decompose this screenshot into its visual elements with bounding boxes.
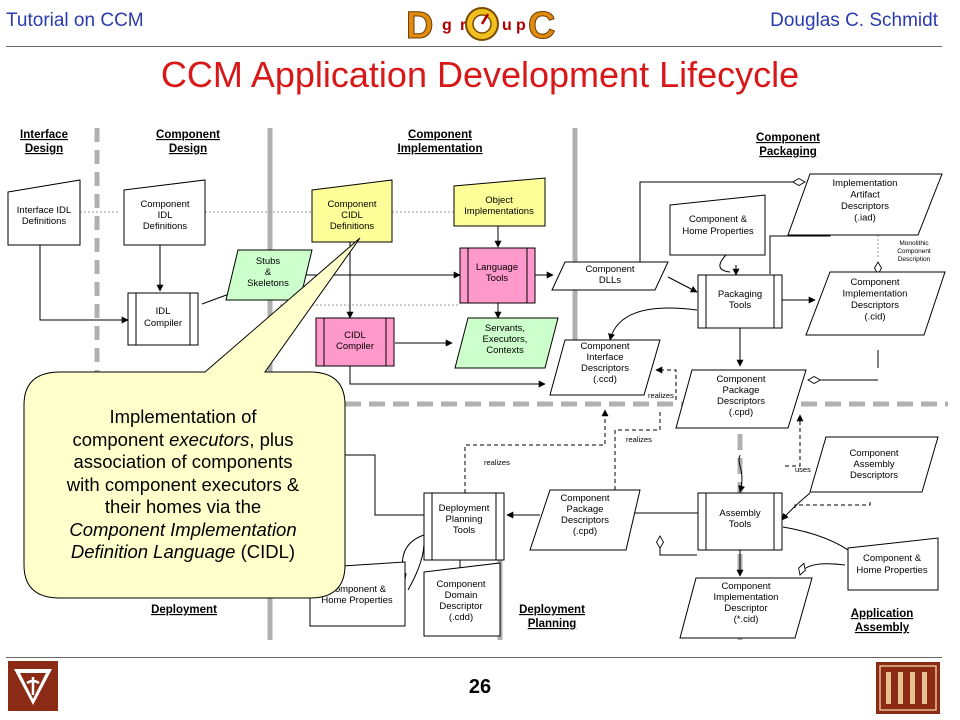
- cidl-compiler-box: [315, 317, 395, 367]
- logo-letter: g: [442, 17, 452, 34]
- object-impl-shape: [453, 177, 546, 227]
- realizes-label-2: realizes: [626, 435, 652, 444]
- node-label-stubs: Stubs&Skeletons: [247, 256, 289, 289]
- comp-iface-desc-shape: [549, 339, 661, 396]
- impl-artifact-shape: [787, 173, 943, 236]
- logo-letter: C: [528, 5, 555, 46]
- comp-impl-desc-shape: [805, 271, 946, 336]
- comp-pkg-desc-shape: [675, 369, 807, 429]
- comp-home-props-right-shape: [847, 537, 939, 591]
- uses-label: uses: [795, 465, 811, 474]
- packaging-tools-box: [697, 274, 783, 329]
- interface-idl-shape: [7, 179, 81, 246]
- idl-compiler-box: [127, 292, 199, 346]
- page-number: 26: [468, 676, 492, 698]
- realizes-label-3: realizes: [648, 391, 674, 400]
- logo-letter: u: [502, 17, 512, 34]
- comp-home-props-top-shape: [669, 194, 766, 256]
- comp-assembly-desc-shape: [809, 436, 939, 493]
- callout-line: Implementation of: [109, 406, 257, 428]
- node-label-comp-home-props-left: Component &Home Properties: [321, 584, 393, 606]
- logo-letter: r: [460, 17, 466, 34]
- isis-logo: [876, 662, 940, 714]
- phase-deployment: Deployment: [151, 604, 217, 616]
- header-left-text: Tutorial on CCM: [6, 10, 144, 31]
- node-label-comp-home-props-right: Component &Home Properties: [856, 553, 928, 576]
- component-dlls-shape: [551, 261, 669, 291]
- callout-line: association of components: [73, 451, 293, 473]
- slide-title: CCM Application Development Lifecycle: [160, 54, 800, 95]
- doc-group-logo: D g r u p C: [404, 2, 560, 46]
- callout-line: Definition Language (CIDL): [70, 541, 296, 563]
- footer-rule: [6, 657, 942, 658]
- assembly-tools-box: [697, 492, 783, 551]
- logo-letter: p: [516, 17, 526, 34]
- callout-line: Component Implementation: [69, 518, 297, 540]
- callout-line: with component executors &: [66, 473, 300, 495]
- logo-letter: D: [406, 5, 433, 46]
- component-cidl-shape: [311, 179, 393, 243]
- domain-desc-shape: [423, 562, 501, 637]
- servants-shape: [454, 317, 559, 369]
- header-right-text: Douglas C. Schmidt: [770, 10, 938, 31]
- header-rule: [6, 46, 942, 47]
- comp-impl-desc2-shape: [679, 577, 813, 639]
- callout-line: their homes via the: [104, 496, 262, 518]
- component-idl-shape: [123, 179, 206, 246]
- language-tools-box: [459, 247, 536, 304]
- node-label-comp-home-props-top: Component &Home Properties: [682, 214, 754, 237]
- vanderbilt-logo: [8, 661, 58, 711]
- deployment-planning-tools-box: [423, 492, 505, 561]
- callout-line: component executors, plus: [72, 428, 294, 450]
- realizes-label-1: realizes: [484, 458, 510, 467]
- comp-pkg-desc2-shape: [529, 489, 641, 551]
- callout-bubble: [23, 237, 361, 599]
- node-label-servants: Servants,Executors,Contexts: [483, 323, 528, 356]
